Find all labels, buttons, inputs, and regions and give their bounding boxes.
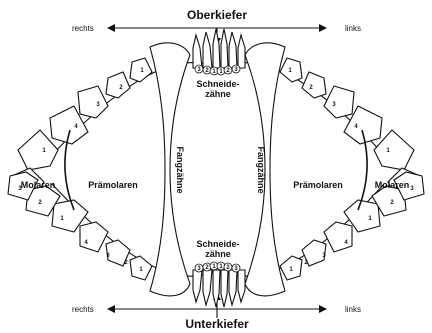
upper-incisors [193, 29, 245, 68]
upper-left-cheek-teeth [12, 58, 152, 196]
molars-left-label: Molaren [21, 180, 56, 190]
molars-right-label: Molaren [375, 180, 410, 190]
lower-left-premolar-num: 2 [124, 260, 128, 266]
lower-right-premolar-num: 3 [322, 253, 326, 259]
upper-incisors-label-2: zähne [205, 89, 231, 99]
canine-left-label: Fangzähne [175, 146, 185, 193]
bottom-left-label: links [345, 305, 361, 314]
top-right-label: rechts [72, 24, 94, 33]
lower-incisors-label-1: Schneide- [196, 239, 239, 249]
bottom-right-label: rechts [72, 305, 94, 314]
canine-right-label: Fangzähne [256, 146, 266, 193]
premolars-left-label: Prämolaren [88, 180, 138, 190]
lower-incisors-label-2: zähne [205, 249, 231, 259]
upper-right-cheek-teeth [280, 58, 420, 196]
lower-jaw-label: Unterkiefer [185, 317, 249, 331]
lower-incisors [193, 270, 245, 307]
upper-incisors-label-1: Schneide- [196, 79, 239, 89]
top-left-label: links [345, 24, 361, 33]
upper-jaw-label: Oberkiefer [187, 8, 247, 22]
section-separators [65, 130, 367, 210]
premolars-right-label: Prämolaren [293, 180, 343, 190]
